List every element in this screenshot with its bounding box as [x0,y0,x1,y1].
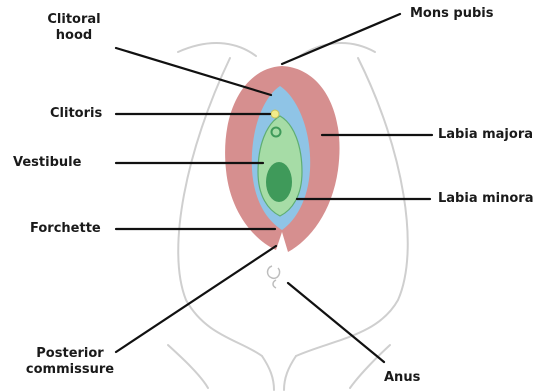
label-clitoris: Clitoris [50,106,102,122]
leader-mons-pubis [282,14,400,64]
leader-posterior-commissure [116,246,276,352]
label-labia-majora: Labia majora [438,127,533,143]
label-clitoral-hood: Clitoral hood [32,12,116,44]
outline-left-buttock [168,345,208,388]
label-forchette: Forchette [30,221,101,237]
label-clitoral-hood-line2: hood [32,28,116,44]
outline-gluteal-left [262,356,274,390]
label-forchette-text: Forchette [30,221,101,236]
outline-gluteal-right [284,356,296,390]
label-mons-pubis-text: Mons pubis [410,6,493,21]
label-posterior-commissure-line1: Posterior [22,346,118,362]
outline-right-thigh [300,43,375,56]
vaginal-opening [266,162,292,202]
label-vestibule: Vestibule [13,155,81,171]
label-anus-text: Anus [384,370,420,385]
label-labia-majora-text: Labia majora [438,127,533,142]
label-labia-minora: Labia minora [438,191,534,207]
label-clitoris-text: Clitoris [50,106,102,121]
label-posterior-commissure: Posterior commissure [22,346,118,378]
leader-clitoral-hood [116,48,271,95]
label-vestibule-text: Vestibule [13,155,81,170]
urethral-opening [272,128,281,137]
leader-anus [288,283,384,362]
label-anus: Anus [384,370,420,386]
label-posterior-commissure-line2: commissure [22,362,118,378]
outline-left-thigh [178,43,256,56]
label-clitoral-hood-line1: Clitoral [32,12,116,28]
label-labia-minora-text: Labia minora [438,191,534,206]
clitoris-shape [271,110,279,118]
anus-shape [268,266,280,288]
label-mons-pubis: Mons pubis [410,6,493,22]
